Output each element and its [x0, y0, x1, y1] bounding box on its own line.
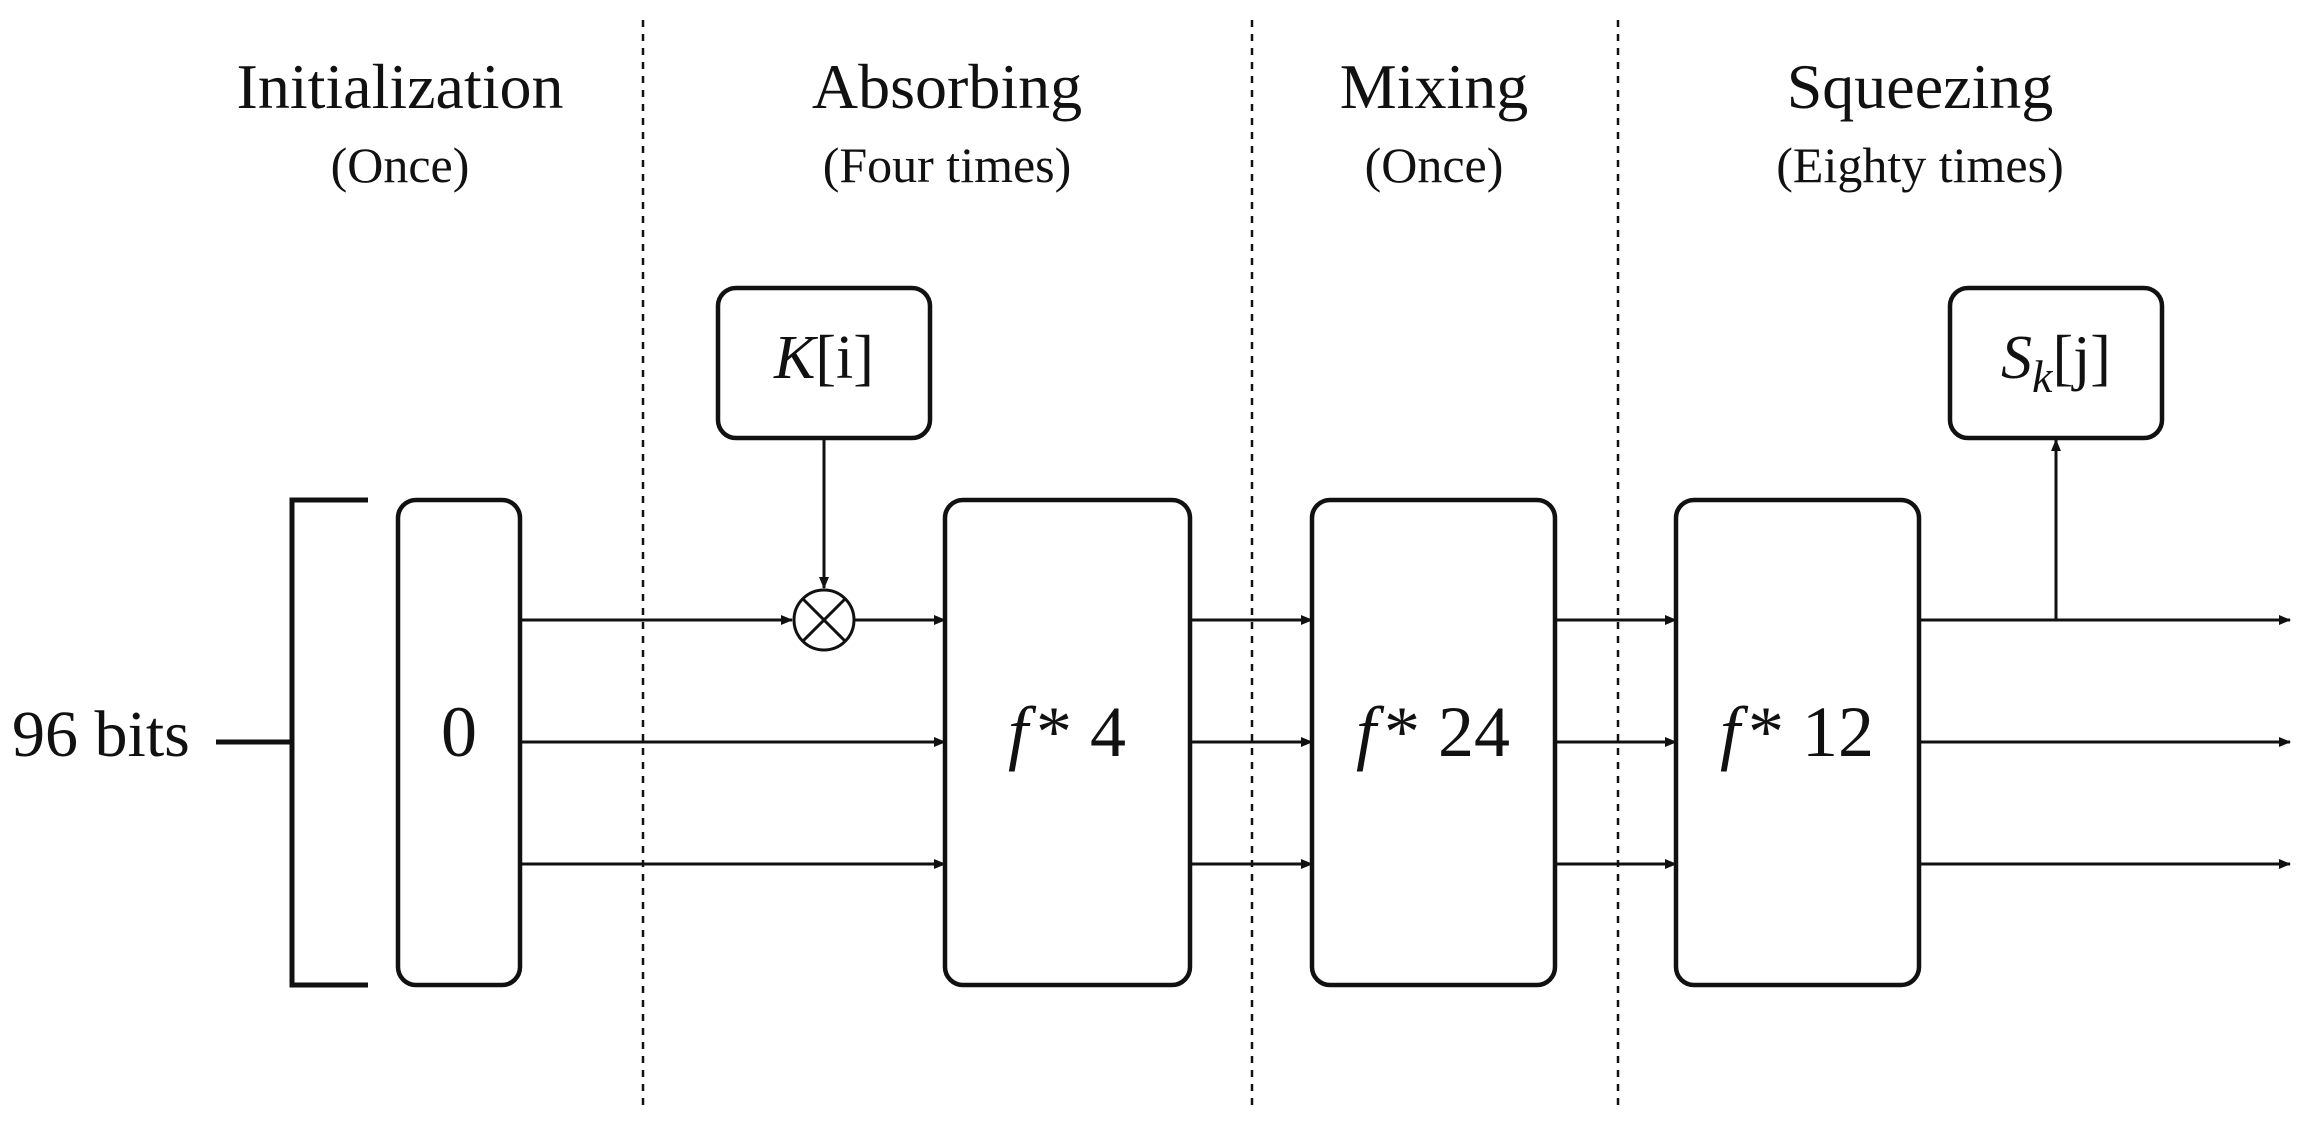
mix-round-mult: * 24 — [1384, 692, 1510, 772]
phase-subtitle-absorbing: (Four times) — [823, 137, 1072, 193]
input-bits-label: 96 bits — [12, 698, 190, 771]
phase-title-mixing: Mixing — [1340, 51, 1528, 122]
output-index: [j] — [2052, 324, 2111, 392]
key-index: [i] — [815, 324, 874, 392]
output-label: Sk[j] — [2001, 324, 2111, 402]
xor-cross-2 — [801, 597, 847, 643]
phase-subtitle-initialization: (Once) — [331, 137, 470, 193]
phase-title-absorbing: Absorbing — [812, 51, 1082, 122]
output-box — [1947, 285, 2165, 441]
absorb-round-mult: * 4 — [1036, 692, 1126, 772]
phase-title-initialization: Initialization — [237, 51, 564, 122]
output-subscript: k — [2032, 351, 2054, 402]
absorb-round-label: f* 4 — [1008, 692, 1126, 772]
key-label: K[i] — [773, 324, 874, 392]
squeeze-round-mult: * 12 — [1748, 692, 1874, 772]
phase-title-squeezing: Squeezing — [1787, 51, 2054, 122]
state-bracket — [289, 497, 368, 988]
output-symbol: S — [2001, 324, 2032, 392]
phase-subtitle-squeezing: (Eighty times) — [1776, 137, 2063, 193]
key-symbol: K — [773, 324, 819, 392]
state-label: 0 — [441, 692, 477, 772]
phase-subtitle-mixing: (Once) — [1365, 137, 1504, 193]
